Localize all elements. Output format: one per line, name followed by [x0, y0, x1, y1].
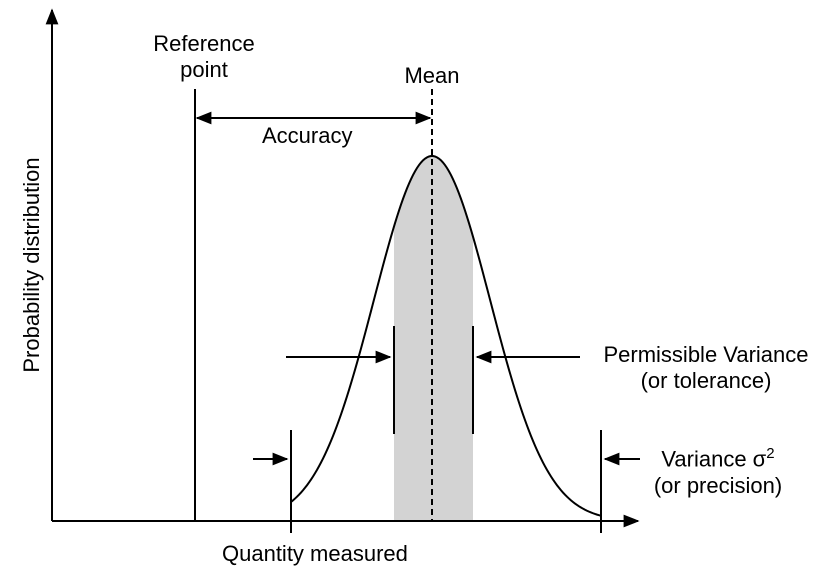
permissible-variance-line1: Permissible Variance: [603, 342, 809, 367]
mean-label: Mean: [404, 63, 460, 88]
y-axis-label: Probability distribution: [19, 157, 44, 373]
variance-line1: Variance σ2: [661, 445, 775, 472]
permissible-variance-label: Permissible Variance (or tolerance): [582, 342, 830, 395]
accuracy-label: Accuracy: [262, 123, 353, 148]
permissible-variance-line2: (or tolerance): [640, 368, 772, 394]
tolerance-band: [394, 156, 473, 521]
reference-point-label: Reference point: [153, 31, 255, 83]
variance-label: Variance σ2 (or precision): [638, 445, 798, 499]
bell-curve: [290, 155, 602, 517]
x-axis-label: Quantity measured: [222, 541, 408, 566]
variance-line2: (or precision): [653, 472, 783, 498]
variance-exponent: 2: [766, 445, 775, 462]
